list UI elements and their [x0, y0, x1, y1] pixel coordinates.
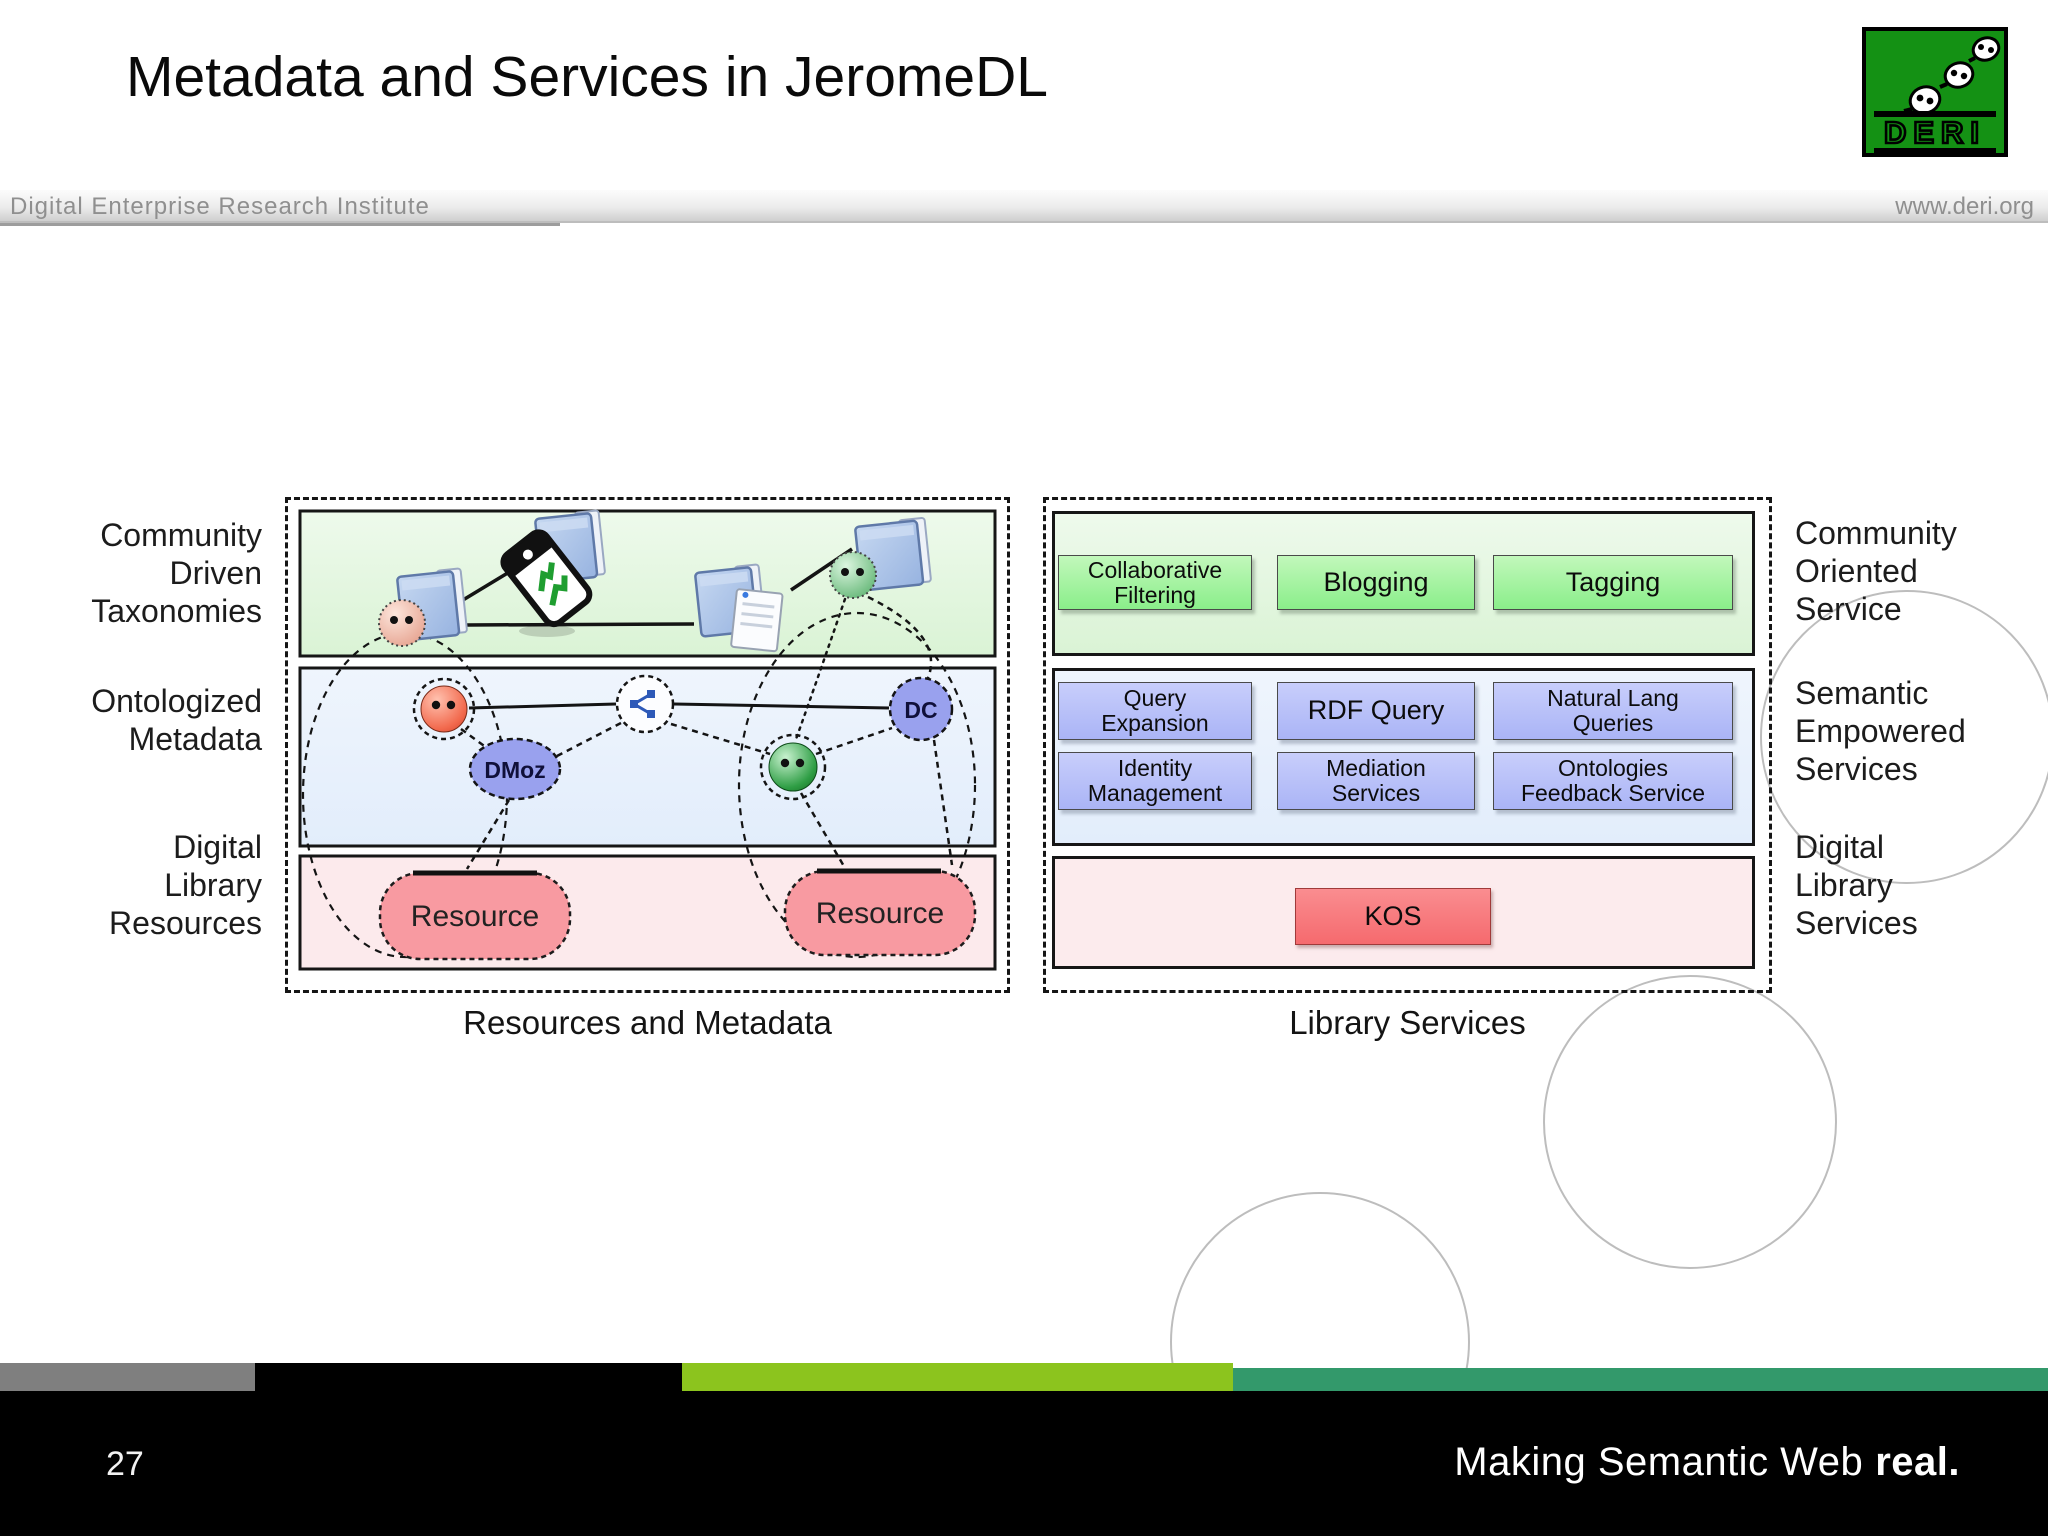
band-gray	[0, 1363, 255, 1391]
person-node-icon	[412, 677, 476, 741]
ontologies-feedback-service-button: Ontologies Feedback Service	[1493, 752, 1733, 810]
resources-metadata-panel	[285, 497, 1010, 993]
user-avatar-icon	[378, 599, 426, 647]
band-black	[255, 1363, 682, 1391]
logo-text: DERI	[1884, 115, 1986, 150]
tagline-regular: Making Semantic Web	[1454, 1440, 1864, 1484]
rdf-share-node	[615, 674, 675, 734]
institute-name: Digital Enterprise Research Institute	[10, 193, 430, 220]
tagline-bold: real.	[1875, 1440, 1960, 1484]
dmoz-node: DMoz	[468, 737, 562, 801]
label-semantic-empowered-services: Semantic Empowered Services	[1795, 675, 1966, 787]
logo-stones-icon	[1903, 36, 2001, 115]
header-strip	[0, 190, 2048, 223]
strip-underline	[0, 223, 560, 226]
resource-box: Resource	[378, 870, 572, 961]
deri-logo-icon: DERI	[1862, 27, 2008, 157]
person-node-icon	[759, 733, 827, 801]
tag-icon	[500, 529, 593, 637]
query-expansion-button: Query Expansion	[1058, 682, 1252, 740]
kos-button: KOS	[1295, 888, 1491, 945]
website-url: www.deri.org	[1895, 193, 2034, 220]
band-teal	[1233, 1368, 2048, 1391]
mediation-services-button: Mediation Services	[1277, 752, 1475, 810]
resource-label: Resource	[411, 900, 539, 933]
rdf-query-button: RDF Query	[1277, 682, 1475, 740]
decorative-circle-right	[1760, 590, 2048, 884]
library-services-panel	[1043, 497, 1772, 993]
dc-node: DC	[888, 676, 954, 742]
deri-logo: DERI	[1862, 27, 2008, 157]
dmoz-label: DMoz	[484, 757, 545, 783]
right-panel-caption: Library Services	[1289, 1004, 1526, 1041]
footer-color-band	[0, 1363, 2048, 1391]
library-services-content: Collaborative Filtering Blogging Tagging…	[1043, 497, 1772, 993]
document-icon	[730, 588, 784, 653]
label-community-driven-taxonomies: Community Driven Taxonomies	[91, 517, 262, 629]
blogging-button: Blogging	[1277, 555, 1475, 610]
band-lime	[682, 1363, 1233, 1391]
footer-bar	[0, 1391, 2048, 1536]
decorative-circle-bottom-right	[1543, 975, 1837, 1269]
group-ellipse-right	[737, 611, 977, 959]
resource-box: Resource	[783, 868, 977, 957]
page-title: Metadata and Services in JeromeDL	[126, 45, 1048, 109]
label-digital-library-resources: Digital Library Resources	[109, 829, 262, 941]
dl-services-layer	[1052, 856, 1755, 969]
label-digital-library-services: Digital Library Services	[1795, 829, 1918, 941]
identity-management-button: Identity Management	[1058, 752, 1252, 810]
resources-metadata-art: DMoz DC Resource Resource	[298, 509, 997, 971]
dc-label: DC	[904, 697, 937, 723]
tagging-button: Tagging	[1493, 555, 1733, 610]
slide-number: 27	[106, 1445, 144, 1483]
label-ontologized-metadata: Ontologized Metadata	[91, 683, 262, 757]
collaborative-filtering-button: Collaborative Filtering	[1058, 555, 1252, 610]
left-panel-caption: Resources and Metadata	[463, 1004, 832, 1041]
resource-label: Resource	[816, 897, 944, 930]
natural-lang-queries-button: Natural Lang Queries	[1493, 682, 1733, 740]
label-community-oriented-service: Community Oriented Service	[1795, 515, 1957, 627]
user-avatar-icon	[829, 551, 877, 599]
